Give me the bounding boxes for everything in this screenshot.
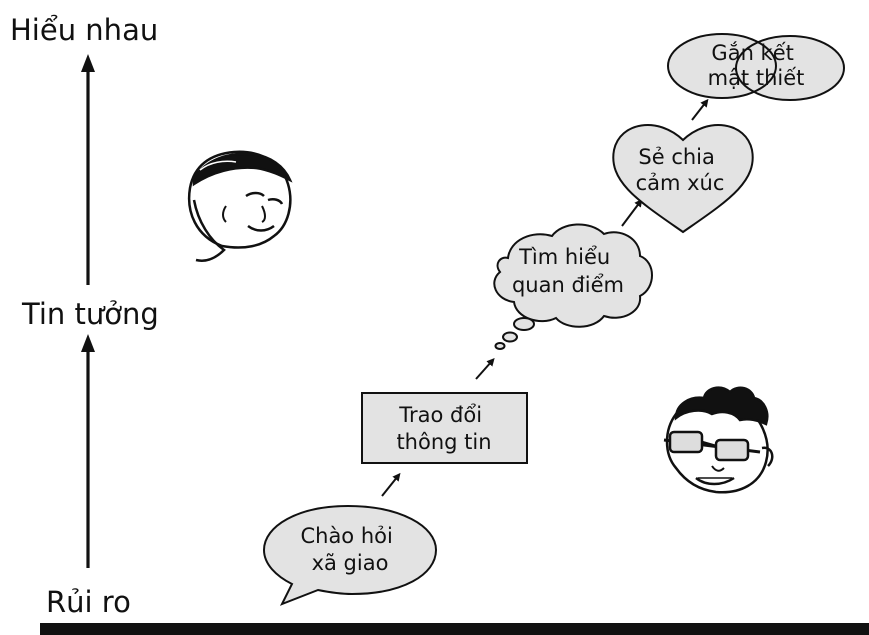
stage-greeting-text: Chào hỏi xã giao — [300, 524, 399, 575]
connector-views-to-feelings — [621, 198, 643, 227]
baseline-bar — [40, 623, 869, 635]
stage-feelings-heart: Sẻ chia cảm xúc — [612, 124, 754, 234]
connector-greeting-to-exchange — [381, 472, 401, 497]
stage-views-cloud: Tìm hiểu quan điểm — [493, 223, 653, 350]
stage-views-text: Tìm hiểu quan điểm — [512, 245, 624, 297]
axis-arrowhead-lower — [81, 334, 95, 352]
man-face-illustration — [663, 386, 774, 494]
connector-exchange-to-views — [475, 358, 495, 380]
stage-greeting-bubble: Chào hỏi xã giao — [262, 504, 438, 606]
vertical-axis — [81, 54, 95, 568]
axis-label-bottom: Rủi ro — [46, 585, 131, 619]
stage-bond-text: Gắn kết mật thiết — [708, 41, 805, 90]
stage-feelings-text: Sẻ chia cảm xúc — [636, 145, 725, 195]
axis-label-top: Hiểu nhau — [10, 13, 158, 47]
stage-bond-ellipses: Gắn kết mật thiết — [667, 33, 845, 101]
woman-face-illustration — [187, 150, 293, 262]
connector-feelings-to-bond — [691, 98, 709, 121]
axis-arrowhead-upper — [81, 54, 95, 72]
stage-exchange-box: Trao đổi thông tin — [361, 392, 528, 464]
axis-label-middle: Tin tưởng — [21, 297, 159, 331]
stage-exchange-text: Trao đổi thông tin — [396, 403, 491, 454]
